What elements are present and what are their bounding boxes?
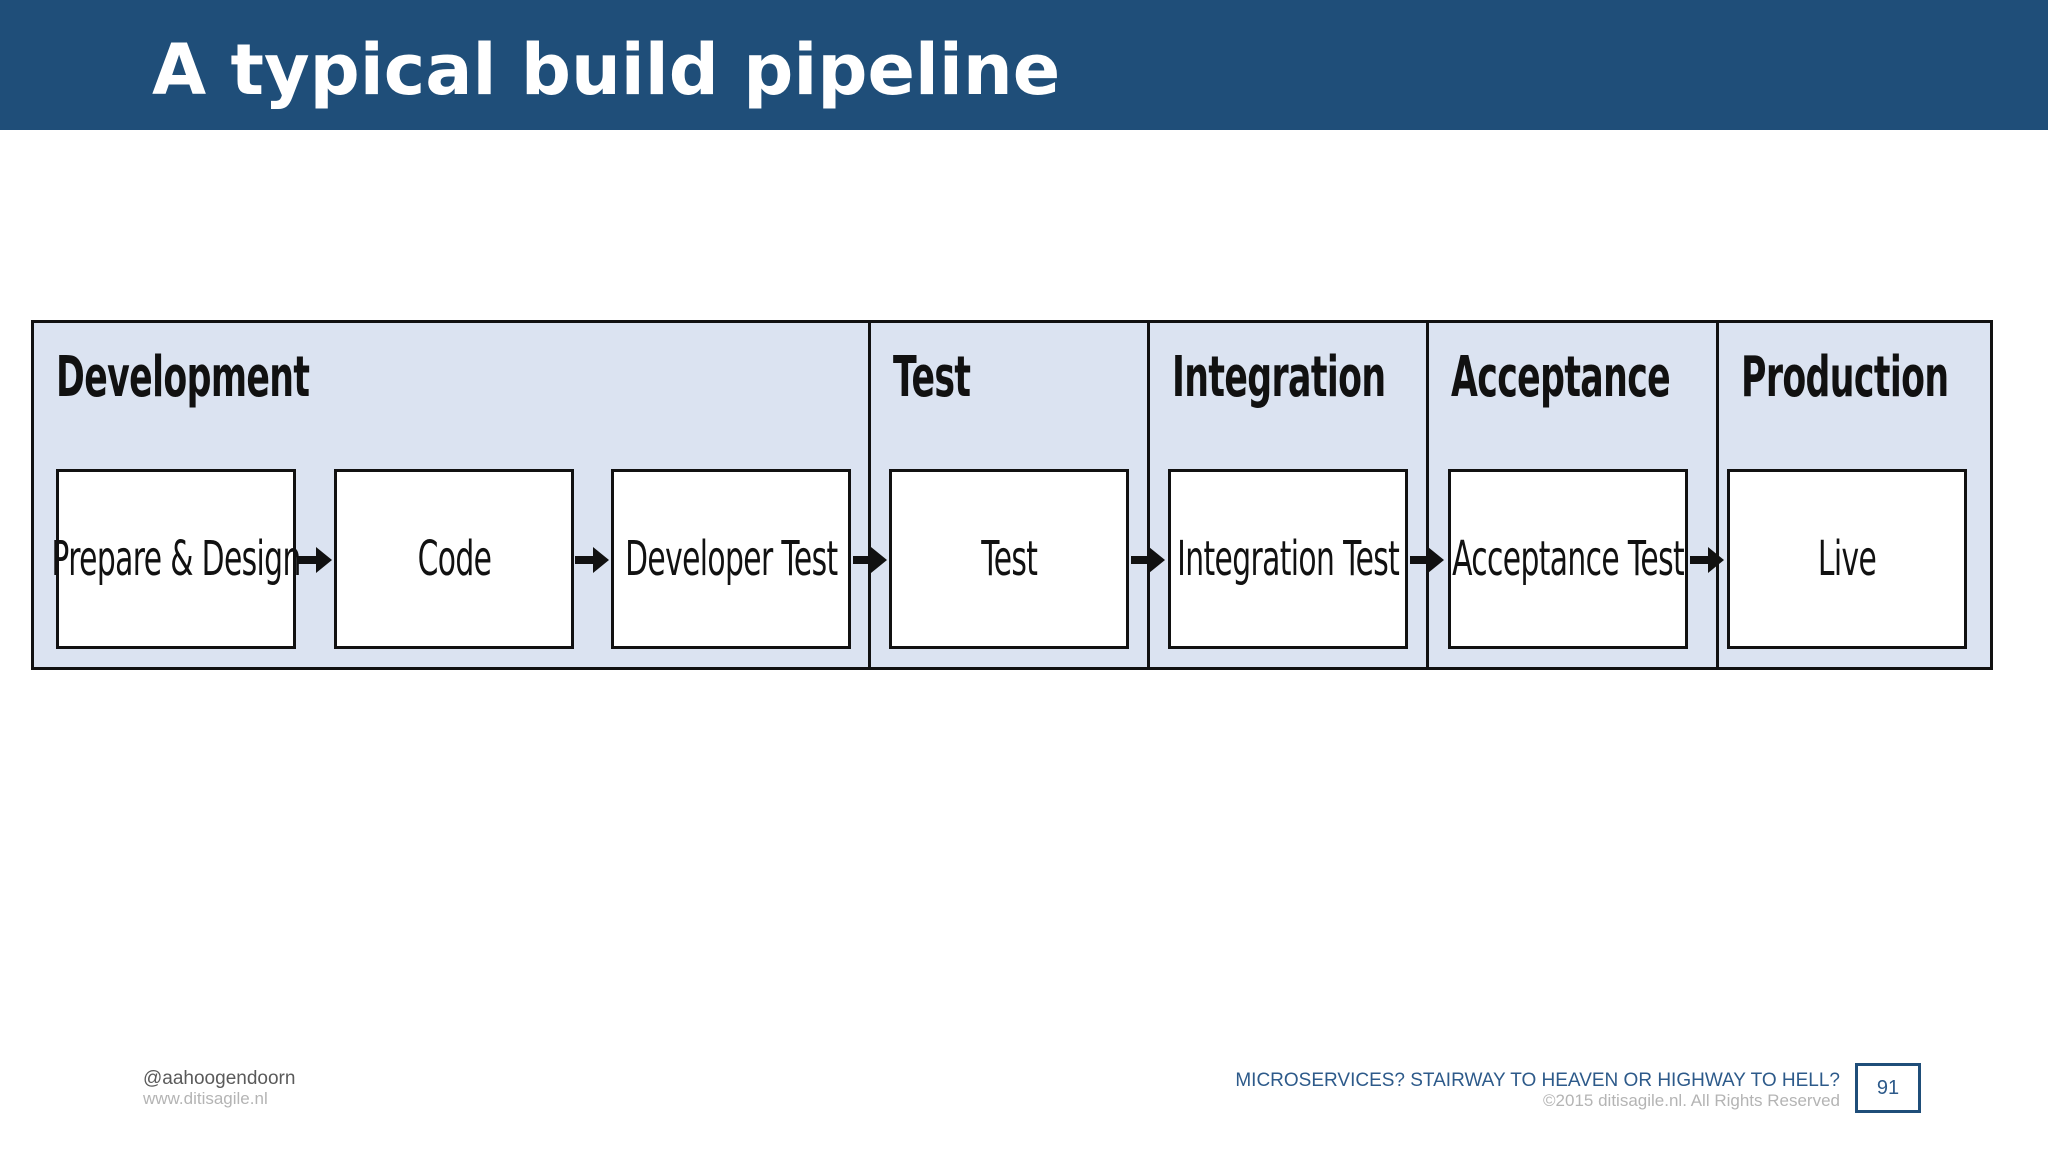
stage-integration: Integration [1147,323,1426,667]
stage-label: Development [56,345,310,410]
talk-title: MICROSERVICES? STAIRWAY TO HEAVEN OR HIG… [1235,1070,1840,1091]
step-test: Test [889,469,1129,649]
stage-label: Production [1741,345,1949,410]
arrow-right-icon [1410,547,1444,573]
arrow-right-icon [853,547,887,573]
step-label: Test [980,531,1038,587]
step-code: Code [334,469,574,649]
step-integration-test: Integration Test [1168,469,1408,649]
stage-label: Test [893,345,971,410]
stage-label: Acceptance [1451,345,1671,410]
step-label: Developer Test [624,531,838,587]
arrow-right-icon [575,547,609,573]
step-label: Integration Test [1176,531,1400,587]
build-pipeline-diagram: Development Test Integration Acceptance … [31,320,1993,670]
slide-header: A typical build pipeline [0,0,2048,130]
step-label: Acceptance Test [1452,531,1685,587]
author-website: www.ditisagile.nl [143,1089,268,1108]
arrow-right-icon [298,547,332,573]
arrow-right-icon [1131,547,1165,573]
step-label: Live [1817,531,1877,587]
arrow-right-icon [1690,547,1724,573]
stage-development: Development [34,323,868,667]
step-acceptance-test: Acceptance Test [1448,469,1688,649]
author-handle: @aahoogendoorn [143,1068,296,1089]
copyright-notice: ©2015 ditisagile.nl. All Rights Reserved [1543,1091,1840,1110]
step-label: Code [417,531,491,587]
stage-production: Production [1716,323,1993,667]
footer-talk-info: MICROSERVICES? STAIRWAY TO HEAVEN OR HIG… [1235,1070,1840,1110]
page-number: 91 [1855,1063,1921,1113]
step-label: Prepare & Design [51,531,301,587]
stage-label: Integration [1172,345,1386,410]
step-prepare-design: Prepare & Design [51,469,301,649]
step-live: Live [1727,469,1967,649]
step-developer-test: Developer Test [611,469,851,649]
slide-title: A typical build pipeline [152,29,1061,111]
footer-author: @aahoogendoorn www.ditisagile.nl [143,1068,295,1108]
stage-acceptance: Acceptance [1426,323,1716,667]
stage-test: Test [868,323,1147,667]
